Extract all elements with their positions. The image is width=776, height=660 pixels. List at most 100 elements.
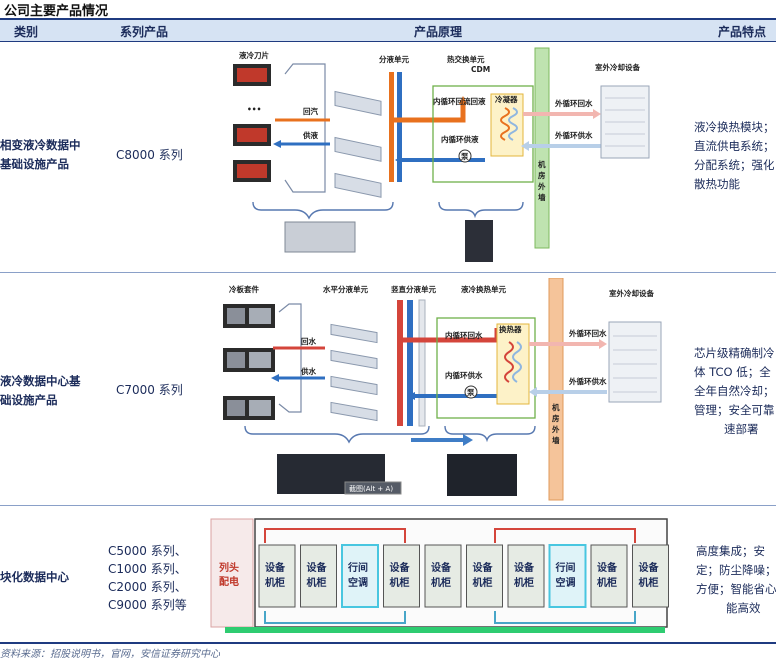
diagram-c7000: 冷板套件 回水 供水 水平分液单元 竖直分液单元 液冷换热单元 内循环回水 换热… bbox=[223, 278, 662, 501]
feature-line: 体 TCO 低；全 bbox=[694, 365, 771, 379]
label-cabinet: 机柜 bbox=[265, 576, 285, 589]
feature-line: 液冷换热模块； bbox=[694, 120, 775, 134]
row-divider bbox=[0, 272, 776, 273]
label-cabinet: 机柜 bbox=[597, 576, 617, 589]
row-ac-unit bbox=[341, 544, 379, 608]
label-cabinet: 机柜 bbox=[431, 576, 451, 589]
label-wall: 机 bbox=[538, 159, 546, 169]
category-line: 基础设施产品 bbox=[0, 157, 69, 171]
label-inner-supply: 内循环供液 bbox=[441, 134, 479, 144]
label-cold-plate: 冷板套件 bbox=[229, 284, 259, 294]
equipment-cabinet bbox=[507, 544, 545, 608]
label-outer-supply: 外循环供水 bbox=[555, 130, 593, 140]
feature-line: 芯片级精确制冷 bbox=[694, 346, 775, 360]
label-wall: 墙 bbox=[538, 192, 546, 202]
label-ac: 行间 bbox=[555, 561, 576, 574]
equipment-cabinet bbox=[632, 544, 669, 608]
label-cabinet: 设备 bbox=[431, 561, 452, 574]
label-pdu: 列头 bbox=[219, 561, 239, 574]
label-cabinet: 设备 bbox=[390, 561, 411, 574]
feature-line: 直流供电系统； bbox=[694, 139, 775, 153]
label-wall: 房 bbox=[538, 170, 546, 180]
label-cabinet: 设备 bbox=[514, 561, 535, 574]
category-cell: 相变液冷数据中 基础设施产品 bbox=[0, 136, 81, 174]
feature-cell: 液冷换热模块； 直流供电系统； 分配系统；强化 散热功能 bbox=[694, 118, 775, 194]
category-cell: 液冷数据中心基 础设施产品 bbox=[0, 372, 81, 410]
cdu-unit-icon bbox=[447, 454, 517, 496]
label-return-gas: 回汽 bbox=[303, 106, 318, 116]
label-cabinet: 设备 bbox=[473, 561, 494, 574]
label-ac: 空调 bbox=[556, 576, 576, 589]
series-line: C9000 系列等 bbox=[108, 598, 187, 612]
label-cdm: CDM bbox=[471, 65, 490, 74]
category-line: 础设施产品 bbox=[0, 393, 58, 407]
row-divider bbox=[0, 505, 776, 506]
label-wall: 外 bbox=[538, 181, 546, 191]
label-return-water: 回水 bbox=[301, 336, 316, 346]
label-hx: 换热器 bbox=[499, 324, 522, 334]
feature-cell: 高度集成；安 定；防尘降噪； 方便；智能省心 能高效 bbox=[696, 542, 776, 618]
series-cell: C5000 系列、 C1000 系列、 C2000 系列、 C9000 系列等 bbox=[108, 542, 187, 614]
series-line: C7000 系列 bbox=[116, 383, 183, 397]
category-line: 相变液冷数据中 bbox=[0, 138, 81, 152]
label-supply-water: 供水 bbox=[300, 366, 316, 376]
cold-plate-icon bbox=[223, 304, 275, 420]
table-header: 类别 系列产品 产品原理 产品特点 bbox=[0, 18, 776, 42]
series-line: C2000 系列、 bbox=[108, 580, 187, 594]
label-vertical: 竖直分液单元 bbox=[391, 284, 436, 294]
feature-line: 定；防尘降噪； bbox=[696, 563, 776, 577]
label-cabinet: 机柜 bbox=[473, 576, 493, 589]
label-cabinet: 机柜 bbox=[639, 576, 659, 589]
equipment-cabinet bbox=[424, 544, 462, 608]
page-title: 公司主要产品情况 bbox=[4, 4, 109, 19]
header-series: 系列产品 bbox=[120, 25, 169, 39]
equipment-cabinet bbox=[466, 544, 503, 608]
category-cell: 块化数据中心 bbox=[0, 568, 69, 587]
feature-line: 全年自然冷却； bbox=[694, 384, 775, 398]
label-wall: 机 bbox=[552, 402, 560, 412]
feature-line: 能高效 bbox=[726, 601, 761, 615]
label-ac: 行间 bbox=[347, 561, 368, 574]
label-ac: 空调 bbox=[348, 576, 368, 589]
label-cabinet: 机柜 bbox=[307, 576, 327, 589]
equipment-cabinet bbox=[300, 544, 337, 608]
equipment-cabinet bbox=[590, 544, 628, 608]
series-line: C5000 系列、 bbox=[108, 544, 187, 558]
feature-line: 散热功能 bbox=[694, 177, 740, 191]
label-outer-supply: 外循环供水 bbox=[569, 376, 607, 386]
label-dots: ••• bbox=[247, 105, 261, 114]
label-cdu: 液冷换热单元 bbox=[461, 284, 506, 294]
label-wall: 外 bbox=[552, 424, 560, 434]
diagram-modular: 列头 配电 设备机柜设备机柜行间空调设备机柜设备机柜设备机柜设备机柜行间空调设备… bbox=[210, 518, 669, 633]
label-pdu: 配电 bbox=[219, 575, 239, 588]
label-wall: 墙 bbox=[552, 435, 560, 445]
label-blade: 液冷刀片 bbox=[239, 50, 269, 60]
label-outer-return: 外循环回水 bbox=[569, 328, 607, 338]
label-outer-return: 外循环回水 bbox=[555, 98, 593, 108]
label-cabinet: 机柜 bbox=[514, 576, 534, 589]
label-inner-return: 内循环回流回液 bbox=[433, 96, 486, 106]
label-inner-return: 内循环回水 bbox=[445, 330, 483, 340]
header-feature: 产品特点 bbox=[718, 25, 767, 39]
label-condenser: 冷凝器 bbox=[495, 94, 518, 104]
label-inner-supply: 内循环供水 bbox=[445, 370, 483, 380]
cdm-cabinet-icon bbox=[465, 220, 493, 262]
equipment-cabinet bbox=[383, 544, 420, 608]
feature-line: 方便；智能省心 bbox=[696, 582, 776, 596]
label-hx-unit: 热交换单元 bbox=[447, 54, 485, 64]
series-line: C1000 系列、 bbox=[108, 562, 187, 576]
header-principle: 产品原理 bbox=[414, 25, 463, 39]
label-cabinet: 机柜 bbox=[390, 576, 410, 589]
label-screenshot-tag: 截图(Alt + A) bbox=[349, 484, 393, 493]
series-line: C8000 系列 bbox=[116, 148, 183, 162]
series-cell: C8000 系列 bbox=[116, 146, 183, 164]
table-bottom-rule bbox=[0, 642, 776, 644]
label-wall: 房 bbox=[552, 413, 560, 423]
header-category: 类别 bbox=[14, 25, 39, 39]
label-cabinet: 设备 bbox=[597, 561, 618, 574]
row-ac-unit bbox=[548, 544, 587, 608]
label-cabinet: 设备 bbox=[639, 561, 660, 574]
feature-line: 管理；安全可靠 bbox=[694, 403, 775, 417]
category-line: 液冷数据中心基 bbox=[0, 374, 81, 388]
source-note: 资料来源：招股说明书，官网，安信证券研究中心 bbox=[0, 649, 220, 660]
